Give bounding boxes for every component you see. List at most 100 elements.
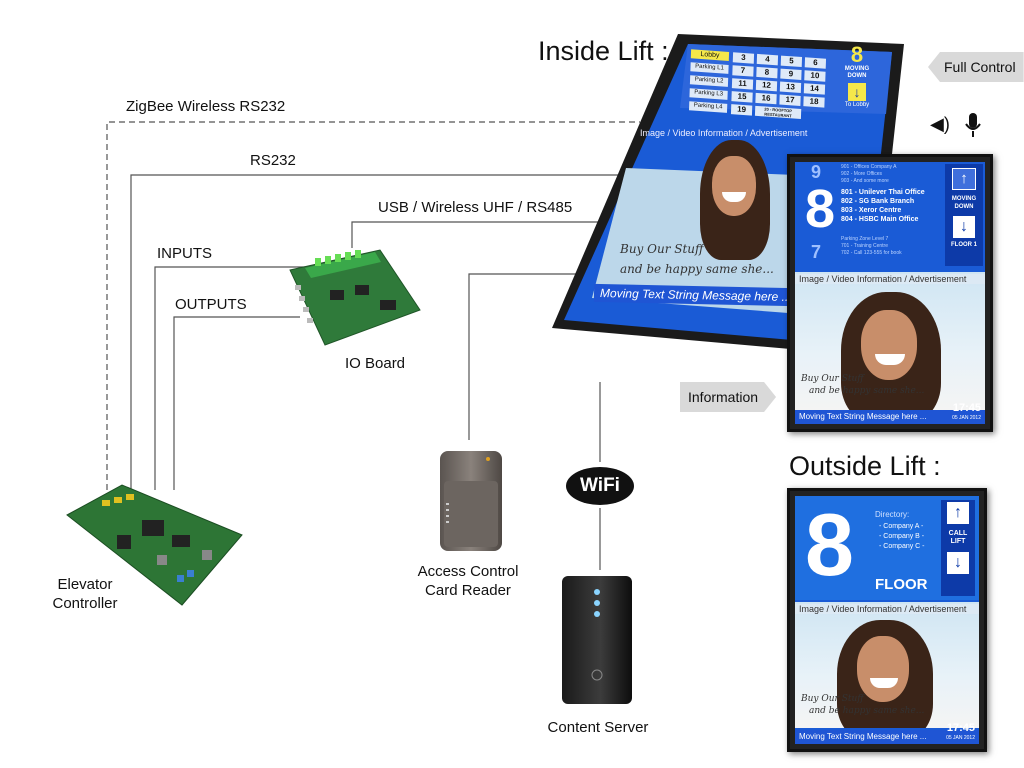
info-floor-above: 9 <box>811 162 822 182</box>
down-arrow-icon: ↓ <box>953 216 975 238</box>
info-current-item: 803 - Xeror Centre <box>841 207 902 214</box>
info-ticker-text: Moving Text String Message here ... <box>799 412 927 421</box>
wifi-label: WiFi <box>580 475 620 496</box>
floor-button-15[interactable]: 15 <box>731 91 753 103</box>
info-direction-text: MOVING DOWN <box>951 196 977 210</box>
info-time: 17:45 <box>952 402 981 414</box>
outside-advert-area: Image / Video Information / Advertisemen… <box>795 602 979 728</box>
floor-button-lobby[interactable]: Lobby <box>690 49 730 61</box>
floor-button-11[interactable]: 11 <box>731 78 754 90</box>
down-arrow-icon[interactable]: ↓ <box>947 552 969 574</box>
info-floor-label: FLOOR 1 <box>950 242 977 248</box>
call-lift-panel: ↑ CALL LIFT ↓ <box>941 500 975 596</box>
floor-button-12[interactable]: 12 <box>755 79 778 92</box>
info-below-item: 701 - Training Centre <box>841 243 888 249</box>
floor-button-17[interactable]: 17 <box>779 94 801 106</box>
io-board-label: IO Board <box>345 355 406 372</box>
outside-panel-inner: 8 FLOOR Directory: - Company A -- Compan… <box>795 496 979 744</box>
inside-lift-heading: Inside Lift : <box>538 36 669 66</box>
info-ad-label: Image / Video Information / Advertisemen… <box>795 274 985 284</box>
outside-panel-screen: 8 FLOOR Directory: - Company A -- Compan… <box>787 488 987 752</box>
content-server-image <box>562 576 632 704</box>
card-reader-line2: Card Reader <box>425 582 511 599</box>
card-reader-line1: Access Control <box>417 563 519 580</box>
floor-button-20-rooftop-restaurant[interactable]: 20 - ROOFTOP RESTAURANT <box>754 105 802 120</box>
microphone-icon <box>965 113 981 137</box>
info-ticker: Moving Text String Message here ... 17:4… <box>795 403 985 424</box>
floor-button-8[interactable]: 8 <box>756 66 778 79</box>
elevator-controller-image <box>66 484 243 606</box>
up-arrow-icon[interactable]: ↑ <box>947 502 969 524</box>
full-control-callout: Full Control <box>928 52 1024 82</box>
floor-button-18[interactable]: 18 <box>803 96 825 108</box>
outside-floor-label: FLOOR <box>875 576 928 593</box>
touch-current-floor: 8 <box>850 42 864 67</box>
full-control-label: Full Control <box>944 59 1016 75</box>
outside-ticker-text: Moving Text String Message here ... <box>799 732 927 741</box>
inputs-label: INPUTS <box>157 245 213 262</box>
outside-clock: 17:45 05 JAN 2012 <box>946 723 975 743</box>
call-lift-label: CALL LIFT <box>948 530 968 545</box>
down-arrow-icon: ↓ <box>848 83 866 101</box>
info-below-item: 702 - Call 123-555 for book <box>841 250 902 256</box>
floor-button-parking-l1[interactable]: Parking L1 <box>690 62 729 74</box>
to-lobby-button[interactable]: To Lobby <box>844 102 870 108</box>
info-current-item: 804 - HSBC Main Office <box>841 216 919 223</box>
outside-lift-heading: Outside Lift : <box>789 451 941 481</box>
floor-button-4[interactable]: 4 <box>756 53 779 66</box>
inputs-line <box>154 266 305 490</box>
info-below-item: Parking Zone Level 7 <box>841 236 889 242</box>
info-slogan-line2: and be happy same she... <box>809 386 925 396</box>
elevator-controller-label: Elevator Controller <box>40 575 130 613</box>
touch-slogan-line2: and be happy same she... <box>620 262 774 276</box>
floor-button-13[interactable]: 13 <box>779 81 802 93</box>
floor-button-16[interactable]: 16 <box>755 92 777 105</box>
content-server-label: Content Server <box>547 719 649 736</box>
rs232-label: RS232 <box>250 152 296 169</box>
floor-button-19[interactable]: 19 <box>730 104 753 116</box>
floor-button-3[interactable]: 3 <box>732 52 755 64</box>
elevator-controller-line1: Elevator <box>57 576 113 593</box>
floor-button-grid: Lobby Parking L1 Parking L2 Parking L3 P… <box>687 47 829 123</box>
outside-slogan-line2: and be happy same she... <box>809 706 925 716</box>
up-arrow-icon: ↑ <box>952 168 976 190</box>
info-direction-panel: ↑ MOVING DOWN ↓ FLOOR 1 <box>945 164 983 266</box>
info-floor-current: 8 <box>805 179 836 239</box>
directory-title: Directory: <box>875 510 910 519</box>
elevator-controller-line2: Controller <box>52 595 118 612</box>
floor-button-14[interactable]: 14 <box>803 83 826 95</box>
outside-floor-number: 8 <box>805 496 854 594</box>
info-above-item: 902 - More Offices <box>841 171 883 177</box>
floor-button-parking-l4[interactable]: Parking L4 <box>688 101 728 113</box>
info-date: 05 JAN 2012 <box>952 415 981 421</box>
directory-item: - Company C - <box>879 543 925 550</box>
directory-list: - Company A -- Company B -- Company C - <box>879 522 925 552</box>
speaker-icon: ◀) <box>930 114 950 134</box>
inside-lift-advert-photo <box>700 140 770 290</box>
floor-button-parking-l3[interactable]: Parking L3 <box>689 88 728 100</box>
io-board-image <box>289 249 421 346</box>
floor-button-6[interactable]: 6 <box>804 57 827 69</box>
info-current-item: 802 - SG Bank Branch <box>841 198 915 205</box>
card-reader-label: Access Control Card Reader <box>410 562 526 600</box>
outside-date: 05 JAN 2012 <box>946 735 975 741</box>
directory-item: - Company A - <box>879 523 924 530</box>
floor-button-7[interactable]: 7 <box>732 65 754 77</box>
rs232-line <box>130 174 620 490</box>
touch-direction-panel: 8 MOVING DOWN ↓ To Lobby <box>840 44 874 120</box>
floor-button-10[interactable]: 10 <box>804 70 826 82</box>
floor-button-5[interactable]: 5 <box>780 55 803 68</box>
information-callout: Information <box>680 382 776 412</box>
floor-button-9[interactable]: 9 <box>780 68 802 81</box>
floor-button-parking-l2[interactable]: Parking L2 <box>689 75 729 87</box>
outputs-line <box>173 316 300 490</box>
outside-ad-label: Image / Video Information / Advertisemen… <box>795 604 979 614</box>
